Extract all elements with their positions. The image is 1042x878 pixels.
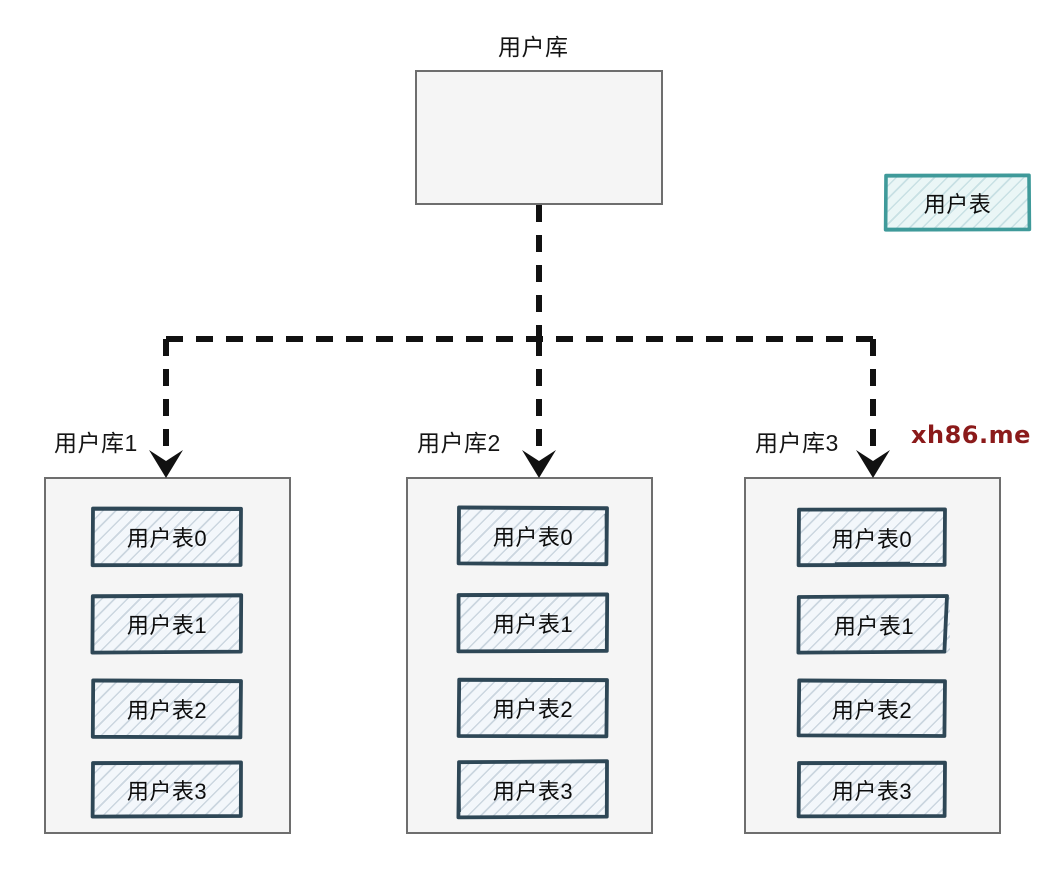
table-node: 用户表3 <box>456 759 609 820</box>
table-label: 用户表2 <box>831 697 913 723</box>
table-label: 用户表3 <box>126 778 208 804</box>
root-table-node: 用户表 <box>883 173 1032 232</box>
table-label: 用户表1 <box>126 613 208 638</box>
shard3-db-container: 用户表0 用户表1 用户表2 用户表3 <box>744 477 1001 834</box>
shard1-db-container: 用户表0 用户表1 用户表2 用户表3 <box>44 477 291 834</box>
shard2-db-label: 用户库2 <box>417 430 501 456</box>
table-label: 用户表3 <box>492 778 574 804</box>
arrowhead-shard2 <box>522 450 556 478</box>
shard2-db-container: 用户表0 用户表1 用户表2 用户表3 <box>406 477 653 834</box>
table-label: 用户表0 <box>492 525 574 550</box>
shard3-db-label: 用户库3 <box>755 430 839 456</box>
table-node: 用户表0 <box>90 506 243 568</box>
table-node: 用户表1 <box>796 594 950 655</box>
table-label: 用户表0 <box>831 526 913 552</box>
root-db-label: 用户库 <box>498 34 569 60</box>
table-node: 用户表1 <box>456 592 610 654</box>
table-node: 用户表1 <box>90 593 244 655</box>
watermark-text: xh86.me <box>911 421 1031 449</box>
table-label: 用户表2 <box>492 697 574 722</box>
table-label: 用户表3 <box>831 778 913 804</box>
arrowhead-shard3 <box>856 450 890 478</box>
arrowhead-shard1 <box>149 450 183 478</box>
shard1-db-label: 用户库1 <box>54 430 138 456</box>
table-node: 用户表2 <box>456 677 609 739</box>
table-node: 用户表3 <box>796 760 947 819</box>
table-node: 用户表3 <box>90 760 243 819</box>
root-db-container: 用户表 <box>415 70 1032 232</box>
table-label: 用户表2 <box>126 698 208 723</box>
table-label: 用户表0 <box>126 526 208 551</box>
table-label: 用户表1 <box>833 613 915 639</box>
table-node: 用户表2 <box>90 678 243 740</box>
table-node: 用户表0 <box>796 507 947 568</box>
table-node: 用户表0 <box>456 505 609 567</box>
root-table-label: 用户表 <box>923 191 992 217</box>
table-node: 用户表2 <box>796 678 947 738</box>
table-label: 用户表1 <box>492 612 574 637</box>
